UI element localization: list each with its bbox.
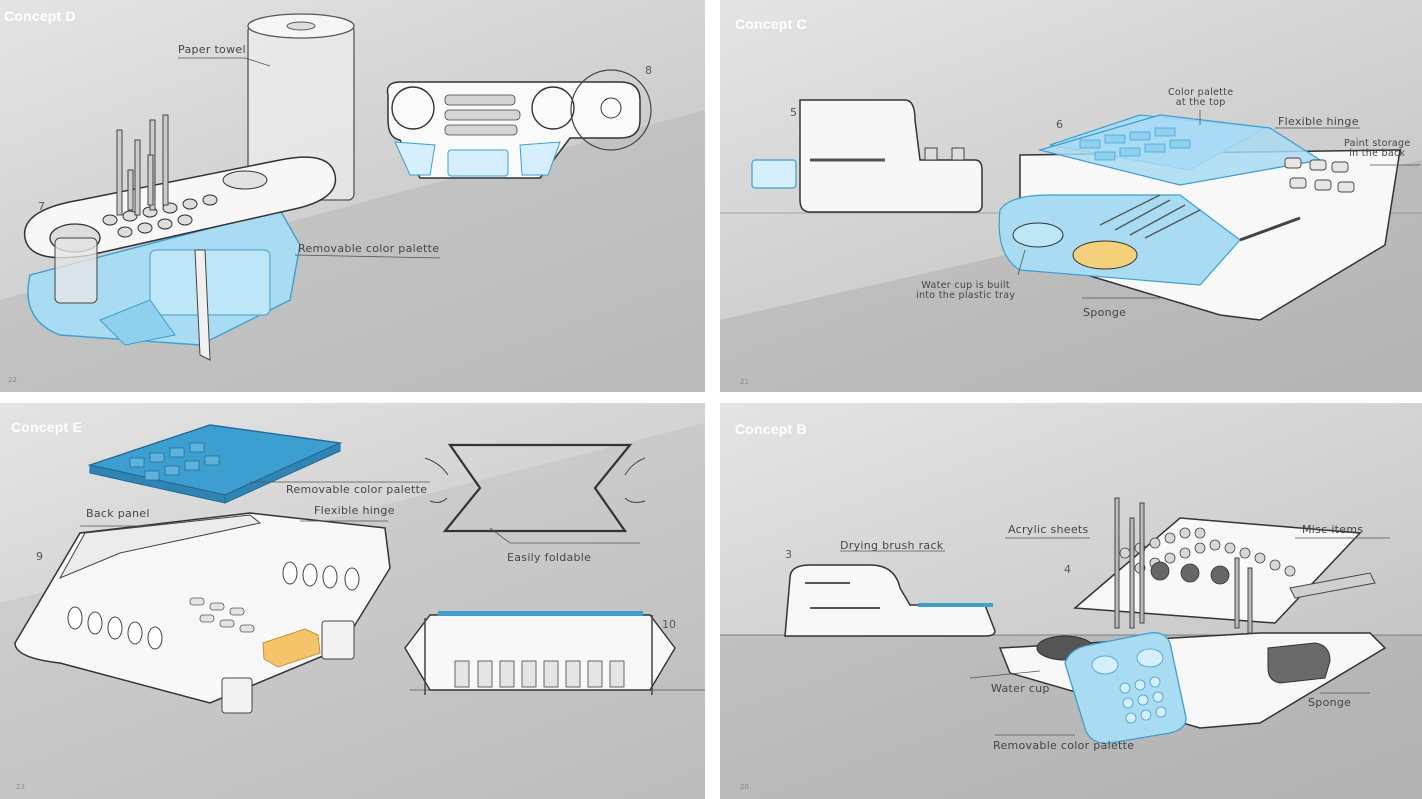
- easily-foldable-label: Easily foldable: [507, 551, 592, 564]
- concept-e-sketch: [0, 423, 705, 799]
- page-number: 21: [740, 378, 749, 386]
- water-cup-label: Water cup: [991, 682, 1050, 695]
- concept-b-panel: Concept B Drying brush rack Acrylic shee…: [720, 403, 1422, 799]
- concept-number-7: 7: [38, 200, 45, 213]
- sponge-label: Sponge: [1083, 306, 1127, 319]
- sponge-label: Sponge: [1308, 696, 1352, 709]
- drying-brush-rack-label: Drying brush rack: [840, 539, 944, 552]
- concept-number-9: 9: [36, 550, 43, 563]
- concept-number-4: 4: [1064, 563, 1071, 576]
- page-number: 22: [8, 376, 17, 384]
- removable-palette-label: Removable color palette: [298, 242, 440, 255]
- color-palette-top-label: Color palette at the top: [1168, 87, 1234, 108]
- page-number: 23: [16, 783, 25, 791]
- paper-towel-label: Paper towel: [178, 43, 246, 56]
- paint-storage-label: Paint storage in the back: [1344, 138, 1411, 159]
- concept-c-sketch: [720, 99, 1422, 392]
- concept-number-6: 6: [1056, 118, 1063, 131]
- concept-number-3: 3: [785, 548, 792, 561]
- concept-d-panel: Concept D Paper towel Removable color pa…: [0, 0, 705, 392]
- concept-number-5: 5: [790, 106, 797, 119]
- flexible-hinge-label: Flexible hinge: [1278, 115, 1359, 128]
- flexible-hinge-label: Flexible hinge: [314, 504, 395, 517]
- concept-d-sketch: [0, 13, 705, 392]
- concept-c-title: Concept C: [735, 16, 807, 32]
- acrylic-sheets-label: Acrylic sheets: [1008, 523, 1089, 536]
- concept-d-title: Concept D: [4, 8, 76, 24]
- concept-b-title: Concept B: [735, 421, 807, 437]
- removable-palette-label: Removable color palette: [993, 739, 1135, 752]
- concept-number-8: 8: [645, 64, 652, 77]
- concept-e-panel: Concept E Removable color palette Back p…: [0, 403, 705, 799]
- back-panel-label: Back panel: [86, 507, 150, 520]
- concept-c-panel: Concept C Color palette at the top Flexi…: [720, 0, 1422, 392]
- water-cup-label: Water cup is built into the plastic tray: [916, 280, 1016, 301]
- removable-palette-label: Removable color palette: [286, 483, 428, 496]
- concept-e-title: Concept E: [11, 419, 83, 435]
- misc-items-label: Misc items: [1302, 523, 1364, 536]
- concept-number-10: 10: [662, 618, 676, 631]
- page-number: 20: [740, 783, 749, 791]
- concept-b-sketch: [720, 497, 1422, 799]
